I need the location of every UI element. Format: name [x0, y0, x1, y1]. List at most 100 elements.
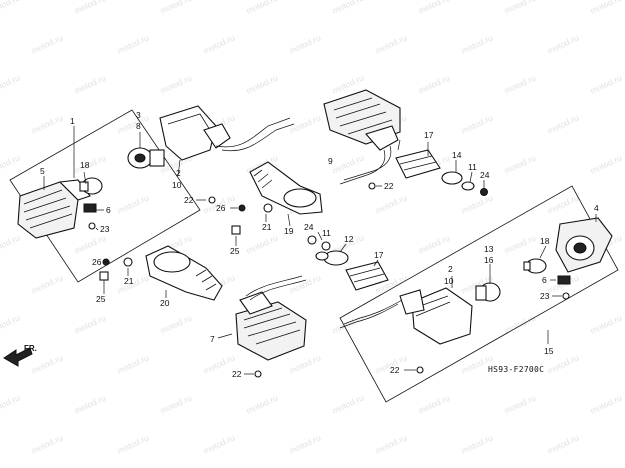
bolt-25-center	[231, 225, 241, 235]
wire-harness-left	[215, 117, 295, 152]
bulb-socket-left	[127, 147, 165, 169]
label-part-19: 19	[284, 226, 294, 236]
bolt-22-upper	[368, 182, 376, 190]
wire-harness-lower	[245, 275, 307, 301]
stay-20	[145, 245, 223, 301]
rubber-holder-upper	[395, 149, 441, 179]
watermark-text: motod.ru	[546, 432, 581, 455]
bulb-right	[523, 258, 547, 274]
watermark-text: motod.ru	[546, 112, 581, 135]
watermark-text: motod.ru	[0, 0, 21, 16]
label-part-1: 1	[70, 116, 75, 126]
label-part-16: 16	[484, 255, 494, 265]
watermark-text: motod.ru	[288, 272, 323, 295]
label-part-13: 13	[484, 244, 494, 254]
watermark-text: motod.ru	[288, 32, 323, 55]
label-part-12: 12	[344, 234, 354, 244]
watermark-text: motod.ru	[503, 0, 538, 16]
watermark-text: motod.ru	[374, 432, 409, 455]
watermark-text: motod.ru	[202, 32, 237, 55]
watermark-text: motod.ru	[73, 72, 108, 95]
label-part-14: 14	[452, 150, 462, 160]
watermark-text: motod.ru	[331, 0, 366, 16]
watermark-text: motod.ru	[30, 352, 65, 375]
watermark-text: motod.ru	[417, 0, 452, 16]
watermark-text: motod.ru	[73, 312, 108, 335]
diagram-code: HS93-F2700C	[488, 365, 544, 374]
watermark-text: motod.ru	[460, 432, 495, 455]
label-part-20: 20	[160, 298, 170, 308]
watermark-text: motod.ru	[245, 392, 280, 415]
watermark-text: motod.ru	[460, 32, 495, 55]
watermark-text: motod.ru	[73, 0, 108, 16]
label-part-2-right: 2	[448, 264, 453, 274]
watermark-text: motod.ru	[374, 192, 409, 215]
turn-signal-lens-lower	[235, 291, 307, 361]
washer-24-mid	[307, 235, 317, 245]
watermark-text: motod.ru	[589, 0, 624, 16]
label-part-9: 9	[328, 156, 333, 166]
label-part-21-left: 21	[124, 276, 134, 286]
front-direction-arrow	[3, 347, 33, 367]
leader-lines	[43, 126, 597, 375]
label-part-23-left: 23	[100, 224, 110, 234]
label-part-22-right: 22	[390, 365, 400, 375]
watermark-text: motod.ru	[0, 232, 21, 255]
bolt-25-left	[99, 271, 109, 281]
label-part-26-center: 26	[216, 203, 226, 213]
watermark-text: motod.ru	[73, 152, 108, 175]
watermark-text: motod.ru	[374, 32, 409, 55]
watermark-text: motod.ru	[116, 352, 151, 375]
grommet-mid	[315, 251, 329, 261]
socket-clip-right	[557, 275, 571, 285]
watermark-text: motod.ru	[417, 72, 452, 95]
spacer-set-upper	[441, 171, 488, 196]
label-part-4: 4	[594, 203, 599, 213]
label-part-22-upper: 22	[384, 181, 394, 191]
watermark-text: motod.ru	[30, 32, 65, 55]
rubber-holder-lower	[345, 261, 389, 291]
label-part-25-left: 25	[96, 294, 106, 304]
label-part-11-upper: 11	[468, 162, 477, 172]
watermark-text: motod.ru	[202, 432, 237, 455]
watermark-text: motod.ru	[245, 72, 280, 95]
watermark-text: motod.ru	[0, 392, 21, 415]
watermark-text: motod.ru	[0, 72, 21, 95]
watermark-text: motod.ru	[288, 352, 323, 375]
watermark-text: motod.ru	[159, 72, 194, 95]
label-part-15: 15	[544, 346, 554, 356]
bolt-22-right	[416, 366, 424, 374]
label-part-3-left: 3	[136, 110, 141, 120]
socket-clip-left	[83, 203, 97, 213]
watermark-text: motod.ru	[503, 152, 538, 175]
watermark-text: motod.ru	[503, 72, 538, 95]
label-part-10-left: 10	[172, 180, 182, 190]
watermark-text: motod.ru	[159, 392, 194, 415]
watermark-text: motod.ru	[589, 72, 624, 95]
watermark-text: motod.ru	[0, 312, 21, 335]
label-part-24-mid: 24	[304, 222, 314, 232]
label-part-2-left: 2	[176, 168, 181, 178]
label-part-11-mid: 11	[322, 228, 331, 238]
screw-right	[562, 292, 570, 300]
front-marker-label: FR.	[24, 344, 37, 353]
watermark-text: motod.ru	[30, 432, 65, 455]
part-number-labels: 1 5 18 6 23 3 8 2 10 9 17 14 11 24 22 22…	[40, 110, 599, 379]
watermark-text: motod.ru	[331, 392, 366, 415]
nut-26-center	[238, 204, 246, 212]
screw-left	[88, 222, 96, 230]
label-part-23-right: 23	[540, 291, 550, 301]
group-outline-left	[9, 109, 201, 283]
watermark-text: motod.ru	[546, 32, 581, 55]
label-part-6-left: 6	[106, 205, 111, 215]
label-part-10-right: 10	[444, 276, 454, 286]
label-part-17-lower: 17	[374, 250, 384, 260]
watermark-text: motod.ru	[73, 392, 108, 415]
label-part-21-center: 21	[262, 222, 272, 232]
watermark-text: motod.ru	[30, 112, 65, 135]
label-part-18-right: 18	[540, 236, 550, 246]
bolt-22-lower	[254, 370, 262, 378]
watermark-text: motod.ru	[417, 392, 452, 415]
label-part-5: 5	[40, 166, 45, 176]
